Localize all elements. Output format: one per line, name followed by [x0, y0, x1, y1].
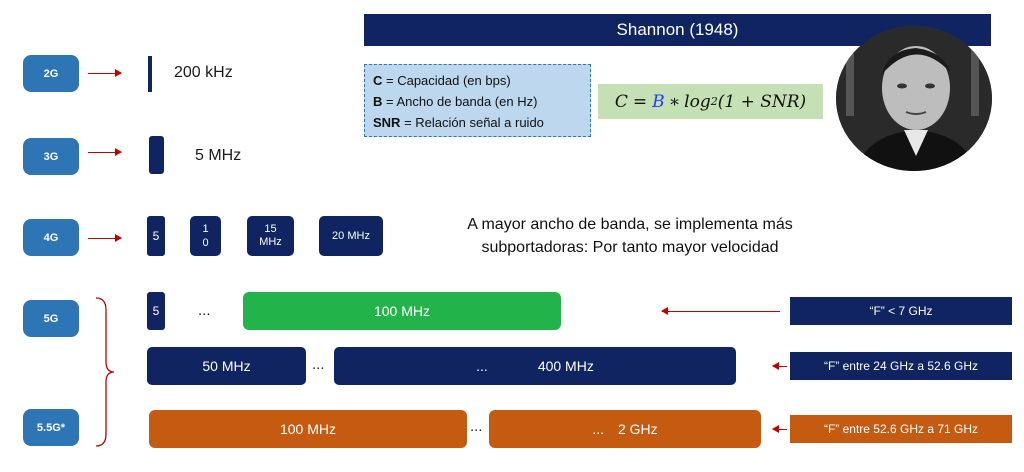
- arrow-5g-fr2: [772, 362, 787, 370]
- legend-snr: SNR = Relación señal a ruido: [373, 115, 544, 130]
- arrow-2g: [88, 69, 122, 77]
- bw-55g-100mhz: 100 MHz: [149, 410, 467, 448]
- arrow-4g: [88, 234, 122, 242]
- arrow-3g: [88, 148, 122, 156]
- gen-3g-badge: 3G: [23, 138, 79, 175]
- bw-55g-2ghz-dots: ...: [592, 421, 604, 437]
- bw-2g-label: 200 kHz: [174, 64, 233, 81]
- bw-2g-bar: [148, 56, 152, 92]
- bw-3g-bar: [149, 136, 164, 174]
- bw-55g-dots: ...: [470, 418, 483, 435]
- bw-5g-5mhz: 5: [147, 292, 165, 330]
- bw-4g-15mhz: 15 MHz: [247, 216, 294, 256]
- generation-brace: [95, 297, 115, 447]
- bw-55g-2ghz: ... 2 GHz: [489, 410, 761, 448]
- arrow-55g: [772, 425, 787, 433]
- bw-5g-50mhz: 50 MHz: [147, 347, 306, 385]
- shannon-title: Shannon (1948): [616, 20, 739, 39]
- bw-5g-400-dots: ...: [476, 358, 488, 374]
- band-fr2-label: “F” entre 24 GHz a 52.6 GHz: [790, 352, 1012, 380]
- legend-box: C = Capacidad (en bps) B = Ancho de band…: [364, 64, 591, 137]
- bw-5g-400mhz: ... 400 MHz: [334, 347, 736, 385]
- bw-4g-10mhz: 1 0: [190, 216, 221, 256]
- band-fr1-label: “F” < 7 GHz: [790, 297, 1012, 325]
- portrait-figure: [836, 26, 992, 171]
- gen-4g-badge: 4G: [23, 219, 79, 256]
- bw-3g-label: 5 MHz: [195, 147, 242, 164]
- gen-5g-badge: 5G: [23, 300, 79, 337]
- bw-5g-row1-dots: ...: [198, 302, 211, 319]
- band-fr2-2-label: “F” entre 52.6 GHz a 71 GHz: [790, 415, 1012, 443]
- arrow-5g-fr1: [661, 307, 780, 315]
- bw-5g-100mhz: 100 MHz: [243, 292, 561, 330]
- legend-capacity: C = Capacidad (en bps): [373, 73, 511, 88]
- gen-55g-badge: 5.5G*: [23, 409, 79, 446]
- bw-4g-5mhz: 5: [147, 216, 165, 256]
- bw-5g-row2-dots: ...: [312, 356, 325, 373]
- bw-4g-20mhz: 20 MHz: [319, 216, 383, 256]
- bandwidth-note: A mayor ancho de banda, se implementa má…: [467, 216, 793, 256]
- gen-2g-badge: 2G: [23, 55, 79, 92]
- shannon-portrait: [836, 26, 992, 171]
- legend-bandwidth: B = Ancho de banda (en Hz): [373, 94, 538, 109]
